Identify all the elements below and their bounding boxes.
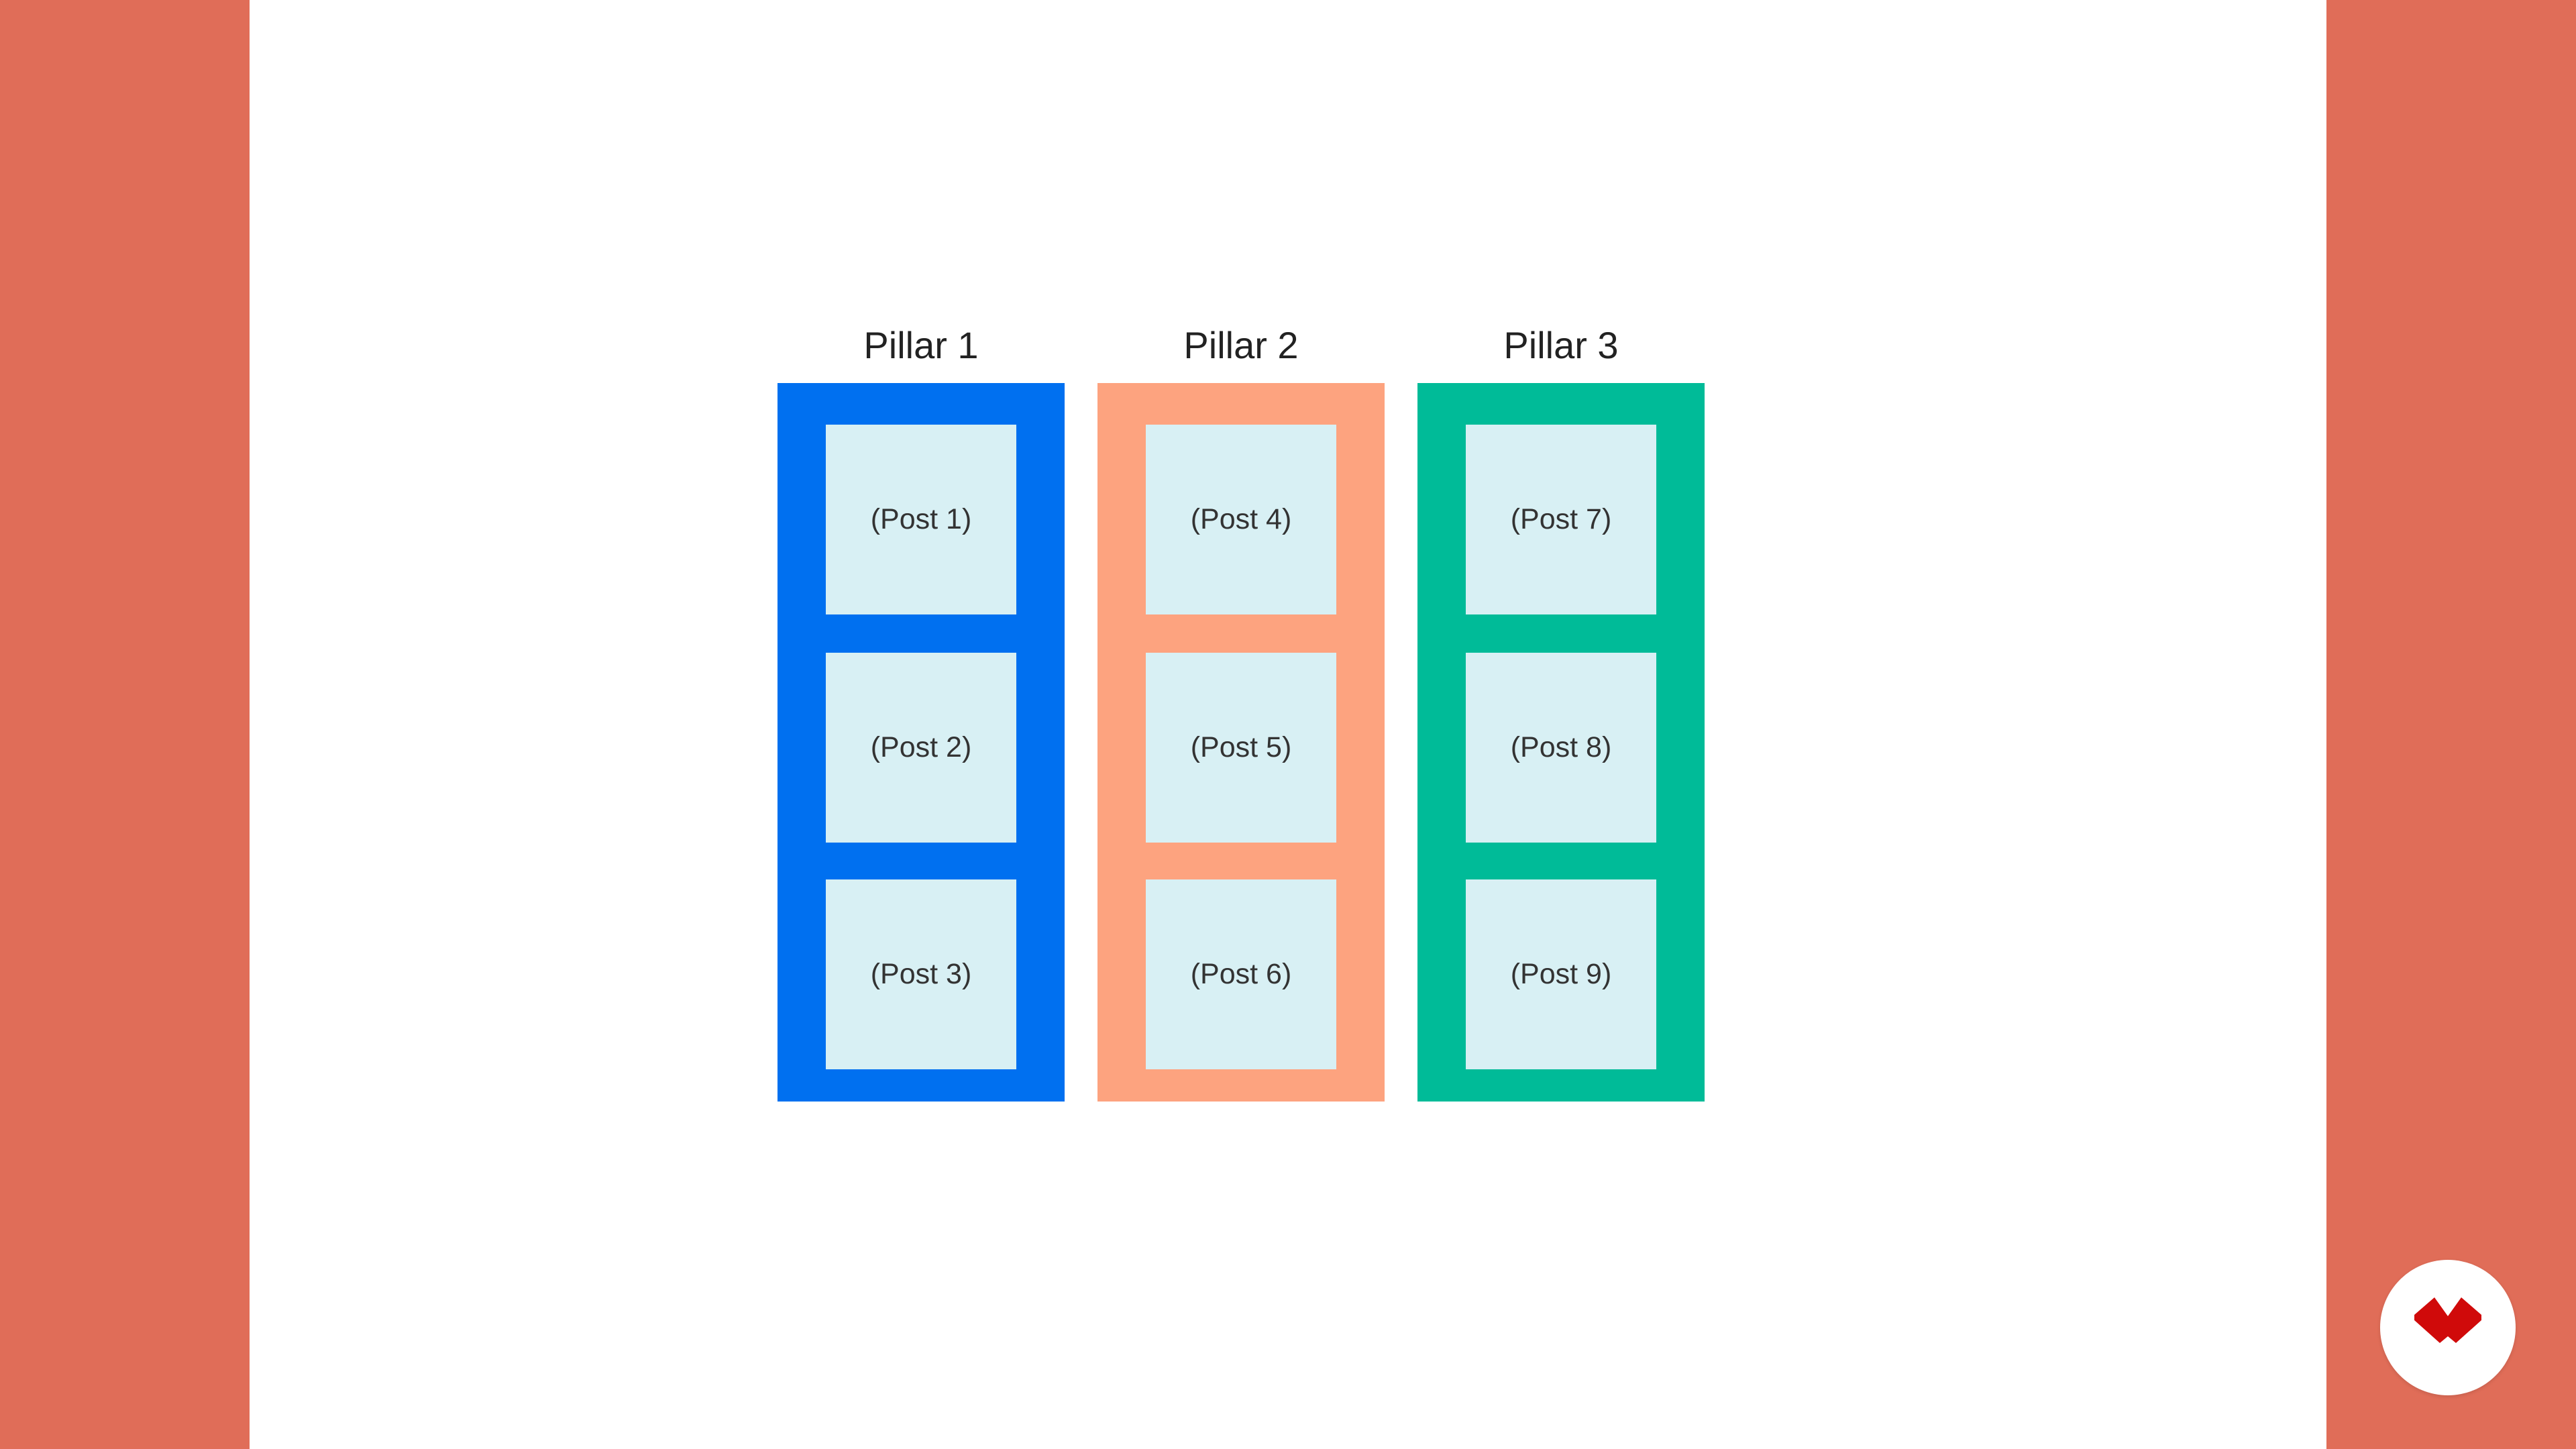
post-box: (Post 4) — [1146, 425, 1336, 614]
post-box: (Post 2) — [826, 653, 1016, 843]
pillar-2-column: (Post 4) (Post 5) (Post 6) — [1097, 383, 1385, 1102]
pillar-1-title: Pillar 1 — [863, 324, 979, 366]
pillar-2-title: Pillar 2 — [1183, 324, 1299, 366]
post-box: (Post 5) — [1146, 653, 1336, 843]
post-box: (Post 9) — [1466, 879, 1656, 1069]
slide: Pillar 1 (Post 1) (Post 2) (Post 3) Pill… — [250, 0, 2326, 1449]
post-box: (Post 6) — [1146, 879, 1336, 1069]
pillar-3-column: (Post 7) (Post 8) (Post 9) — [1417, 383, 1705, 1102]
brand-logo-badge[interactable] — [2380, 1260, 2516, 1395]
post-box: (Post 8) — [1466, 653, 1656, 843]
post-box: (Post 7) — [1466, 425, 1656, 614]
pillar-3-title: Pillar 3 — [1503, 324, 1619, 366]
brand-logo-icon — [2414, 1297, 2481, 1343]
post-box: (Post 3) — [826, 879, 1016, 1069]
pillar-1-column: (Post 1) (Post 2) (Post 3) — [777, 383, 1065, 1102]
post-box: (Post 1) — [826, 425, 1016, 614]
